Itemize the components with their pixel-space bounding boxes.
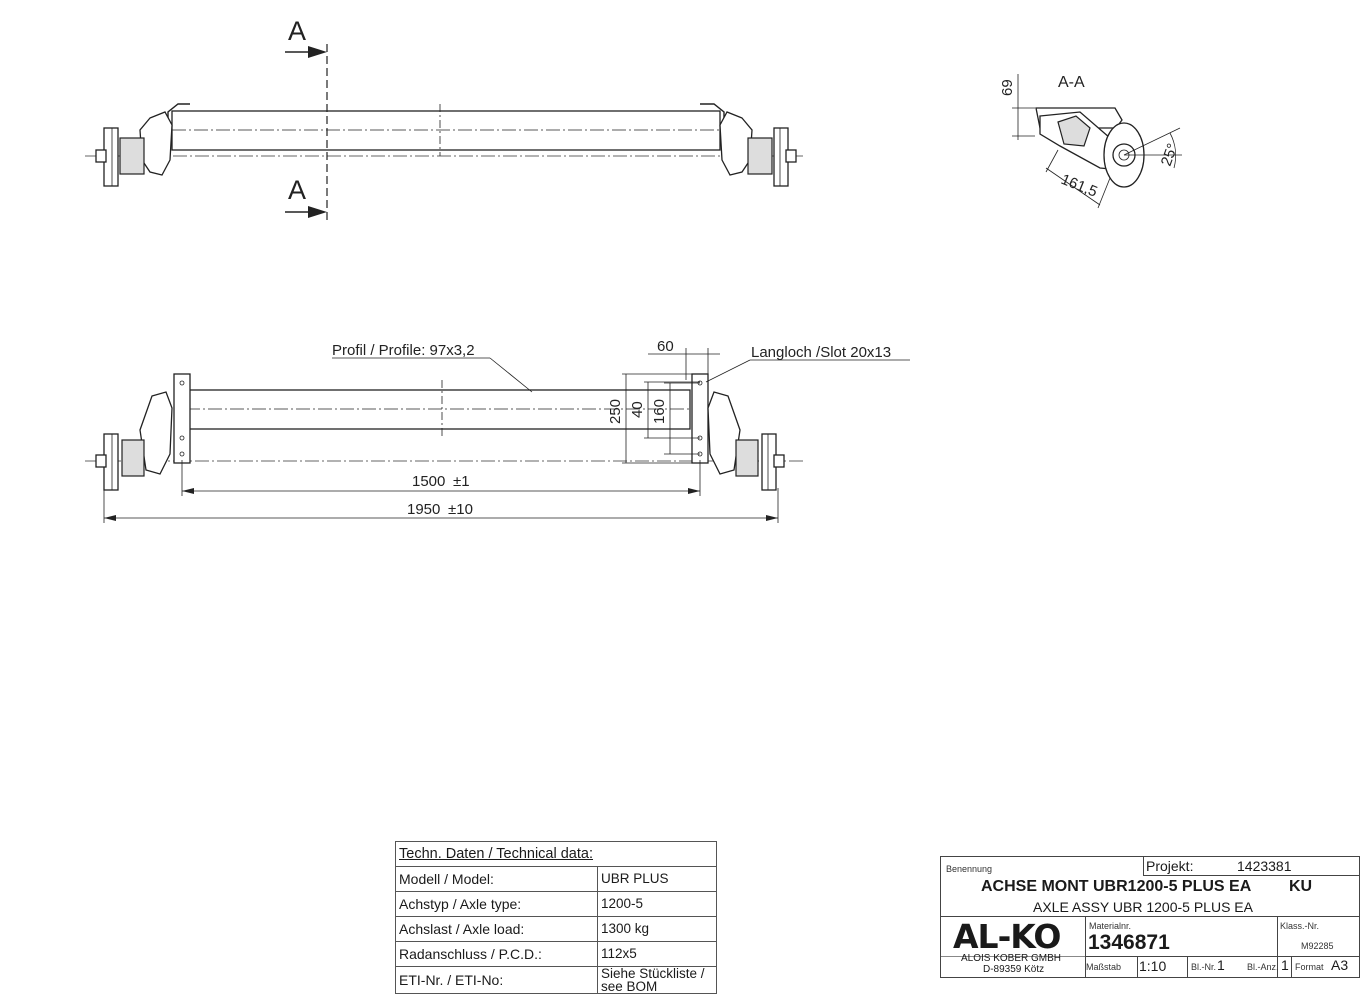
tech-data-header: Techn. Daten / Technical data:	[395, 841, 717, 867]
dim-1950-tol: ±10	[448, 501, 473, 518]
table-row: Modell / Model: UBR PLUS	[395, 866, 717, 892]
klass-value: M92285	[1301, 941, 1334, 951]
section-title: A-A	[1058, 74, 1085, 91]
materialnr-label: Materialnr.	[1089, 921, 1132, 931]
title-de: ACHSE MONT UBR1200-5 PLUS EA	[981, 878, 1252, 895]
tech-label: Modell / Model:	[395, 866, 598, 892]
company-name: ALOIS KOBER GMBH	[961, 953, 1062, 964]
projekt-label: Projekt:	[1146, 858, 1194, 874]
bl-anz-label: Bl.-Anz.	[1247, 962, 1279, 972]
tech-label: ETI-Nr. / ETI-No:	[395, 966, 598, 994]
bl-anz-value: 1	[1281, 957, 1289, 973]
dim-1500: 1500	[412, 473, 445, 490]
tech-label: Achstyp / Axle type:	[395, 891, 598, 917]
plan-view: Profil / Profile: 97x3,2 Langloch /Slot …	[85, 338, 910, 523]
title-en: AXLE ASSY UBR 1200-5 PLUS EA	[1033, 899, 1253, 915]
tech-value: 112x5	[597, 941, 717, 967]
section-mark-bottom: A	[288, 175, 306, 205]
dim-250: 250	[607, 399, 624, 424]
tech-value: 1300 kg	[597, 916, 717, 942]
title-suffix: KU	[1289, 878, 1313, 895]
slot-note: Langloch /Slot 20x13	[751, 344, 891, 361]
table-row: Radanschluss / P.C.D.: 112x5	[395, 941, 717, 967]
tech-value: UBR PLUS	[597, 866, 717, 892]
tech-value: 1200-5	[597, 891, 717, 917]
table-row: Achstyp / Axle type: 1200-5	[395, 891, 717, 917]
benennung-label: Benennung	[946, 864, 993, 874]
table-row: Achslast / Axle load: 1300 kg	[395, 916, 717, 942]
technical-drawing: A A A-A 69 25° 161,5	[85, 16, 1182, 523]
alko-logo: AL-KO	[953, 917, 1061, 956]
tech-label: Radanschluss / P.C.D.:	[395, 941, 598, 967]
klass-label: Klass.-Nr.	[1280, 921, 1320, 931]
format-value: A3	[1331, 957, 1349, 973]
company-address: D-89359 Kötz	[983, 964, 1045, 975]
bl-nr-label: Bl.-Nr.	[1191, 962, 1217, 972]
section-view: A-A 69 25° 161,5	[999, 74, 1182, 209]
dim-60: 60	[657, 338, 674, 355]
dim-1500-tol: ±1	[453, 473, 470, 490]
profile-note: Profil / Profile: 97x3,2	[332, 342, 475, 359]
massstab-value: 1:10	[1139, 958, 1167, 974]
materialnr-value: 1346871	[1088, 931, 1170, 954]
tech-data-table: Techn. Daten / Technical data: Modell / …	[395, 841, 717, 994]
dim-161-5: 161,5	[1059, 171, 1100, 201]
bl-nr-value: 1	[1217, 957, 1225, 973]
title-block: Benennung Projekt: 1423381 ACHSE MONT UB…	[940, 856, 1360, 978]
dim-40: 40	[629, 401, 646, 418]
dim-160: 160	[651, 399, 668, 424]
tech-value: Siehe Stückliste / see BOM	[597, 966, 717, 994]
format-label: Format	[1295, 962, 1324, 972]
projekt-value: 1423381	[1237, 858, 1292, 874]
dim-1950: 1950	[407, 501, 440, 518]
dim-69: 69	[999, 79, 1016, 96]
dim-25-deg: 25°	[1158, 141, 1182, 168]
tech-label: Achslast / Axle load:	[395, 916, 598, 942]
section-mark-top: A	[288, 16, 306, 46]
table-row: ETI-Nr. / ETI-No: Siehe Stückliste / see…	[395, 966, 717, 994]
massstab-label: Maßstab	[1086, 962, 1122, 972]
front-view: A A	[85, 16, 805, 220]
